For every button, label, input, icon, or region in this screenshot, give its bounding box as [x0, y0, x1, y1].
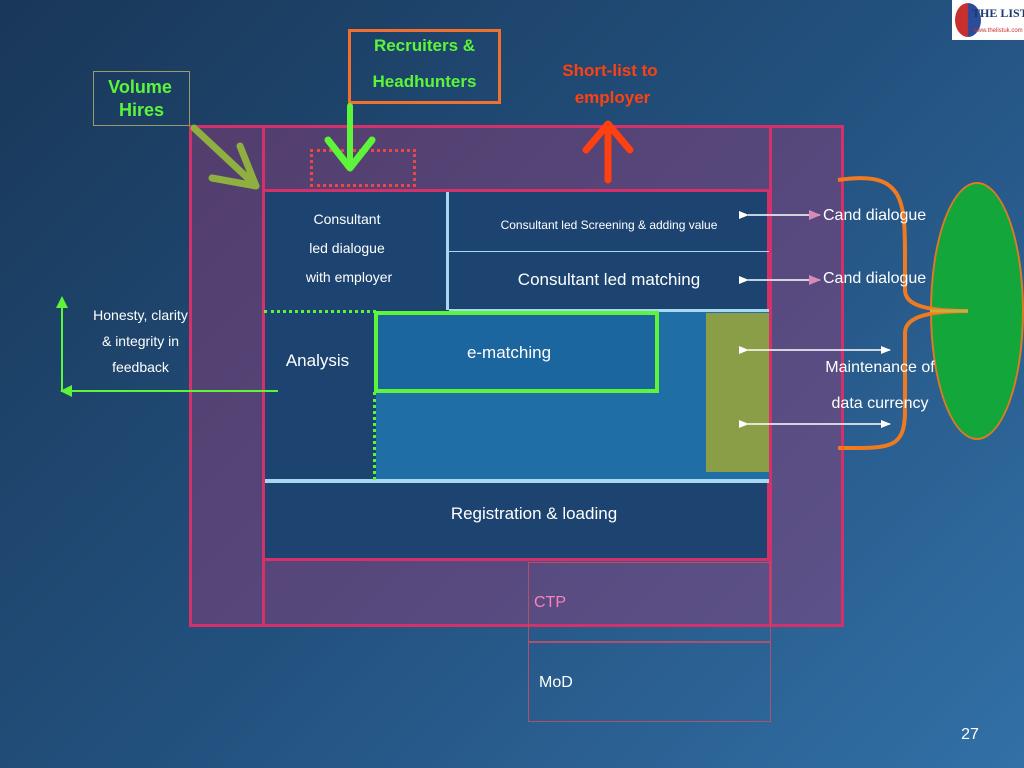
feedback-arrow-icon — [56, 296, 278, 397]
honesty-line3: feedback — [112, 359, 169, 375]
matching-label: Consultant led matching — [517, 270, 701, 289]
separator-vertical-top — [446, 192, 449, 310]
logo-globe-icon — [955, 3, 981, 37]
maintenance-line1: Maintenance of — [825, 359, 935, 376]
maintenance-line2: data currency — [831, 395, 929, 412]
registration-label: Registration & loading — [450, 504, 618, 523]
mod-box — [528, 642, 771, 722]
volume-label-line1: Volume — [108, 77, 172, 97]
logo: THE LIST www.thelistuk.com — [952, 0, 1024, 40]
honesty-line2: & integrity in — [101, 333, 180, 349]
cand-dialogue-1: Cand dialogue — [823, 207, 927, 224]
volume-hires-box — [93, 71, 190, 126]
volume-label-line2: Hires — [118, 100, 165, 120]
separator-registration — [265, 479, 769, 483]
recruiters-arrow-down-icon — [324, 103, 376, 172]
honesty-line1: Honesty, clarity — [93, 307, 188, 323]
recruiters-label-line1: Recruiters & — [373, 36, 476, 55]
dotted-divider-horizontal — [264, 310, 376, 313]
ematching-box — [374, 311, 659, 393]
olive-block — [706, 313, 769, 472]
volume-hires-arrow-icon — [190, 124, 260, 190]
ematching-label: e-matching — [466, 343, 552, 362]
shortlist-arrow-up-icon — [582, 120, 634, 184]
consultant-dialogue-line1: Consultant — [313, 211, 381, 227]
cand-dialogue-2: Cand dialogue — [823, 270, 927, 287]
mod-label: MoD — [539, 674, 573, 691]
ctp-box — [528, 562, 771, 642]
recruiters-box — [348, 29, 501, 104]
shortlist-label-line1: Short-list to — [562, 61, 658, 80]
screening-label: Consultant led Screening & adding value — [500, 218, 718, 232]
analysis-label: Analysis — [285, 351, 350, 370]
dotted-divider-vertical — [373, 392, 376, 480]
page-number: 27 — [961, 726, 979, 743]
recruiters-label-line2: Headhunters — [372, 72, 477, 91]
right-frame-column — [769, 125, 772, 627]
logo-url: www.thelistuk.com — [973, 28, 1023, 34]
shortlist-label-line2: employer — [574, 88, 651, 107]
consultant-dialogue-line2: led dialogue — [309, 240, 385, 256]
separator-screening — [449, 251, 769, 252]
ctp-label: CTP — [534, 594, 566, 611]
logo-title: THE LIST — [972, 6, 1024, 20]
separator-matching — [449, 309, 769, 312]
consultant-dialogue-line3: with employer — [305, 269, 393, 285]
